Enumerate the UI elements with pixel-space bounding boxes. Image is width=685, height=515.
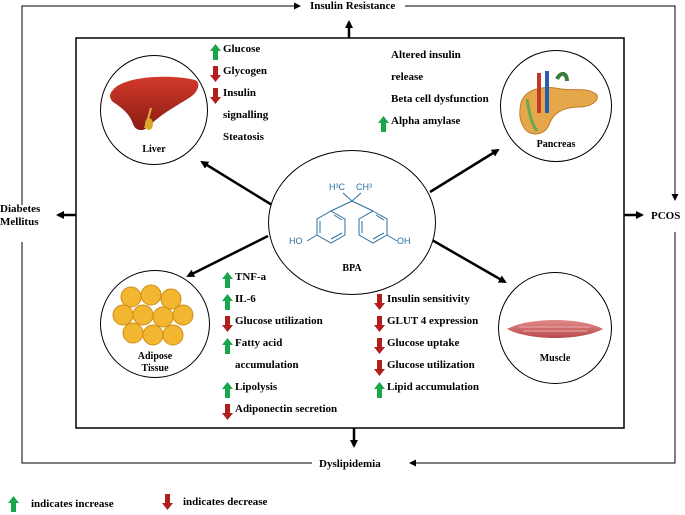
effect-item: Insulin sensitivity bbox=[374, 294, 479, 316]
effect-text: Adiponectin secretion bbox=[235, 403, 338, 415]
effect-text: accumulation bbox=[235, 359, 299, 371]
down-arrow-icon bbox=[374, 338, 385, 354]
effect-item: Lipolysis bbox=[222, 382, 337, 404]
down-arrow-icon bbox=[210, 66, 221, 82]
effect-item: Glucose utilization bbox=[374, 360, 479, 382]
effect-item: signalling bbox=[210, 110, 268, 132]
adipose-cells-icon bbox=[112, 284, 194, 346]
muscle-icon bbox=[507, 320, 603, 338]
effect-item: IL-6 bbox=[222, 294, 337, 316]
muscle-label: Muscle bbox=[539, 353, 571, 364]
down-arrow-icon bbox=[222, 404, 233, 420]
effect-text: Glucose utilization bbox=[387, 359, 475, 371]
down-arrow-icon bbox=[222, 316, 233, 332]
liver-icon bbox=[110, 76, 199, 131]
effect-item: Alpha amylase bbox=[378, 116, 489, 138]
liver-circle: Liver bbox=[100, 55, 208, 165]
pancreas-label: Pancreas bbox=[536, 139, 576, 150]
effect-item: Glucose utilization bbox=[222, 316, 337, 338]
effect-text: release bbox=[391, 71, 424, 83]
bpa-circle: H³C CH³ HO OH BPA bbox=[268, 150, 436, 295]
effect-item: Glycogen bbox=[210, 66, 268, 88]
effect-text: Lipid accumulation bbox=[387, 381, 479, 393]
effect-text: TNF-a bbox=[235, 271, 267, 283]
effect-text: Fatty acid bbox=[235, 337, 283, 349]
effect-text: Insulin sensitivity bbox=[387, 293, 470, 305]
up-arrow-icon bbox=[222, 272, 233, 288]
insulin-resistance-label: Insulin Resistance bbox=[310, 0, 396, 12]
up-arrow-icon bbox=[222, 338, 233, 354]
effect-text: GLUT 4 expression bbox=[387, 315, 479, 327]
down-arrow-icon bbox=[210, 88, 221, 104]
bpa-structure-icon bbox=[306, 192, 398, 244]
up-arrow-icon bbox=[222, 294, 233, 310]
ch3-label: CH³ bbox=[356, 182, 372, 192]
up-arrow-icon bbox=[374, 382, 385, 398]
dyslipidemia-label: Dyslipidemia bbox=[319, 458, 381, 470]
bpa-label: BPA bbox=[342, 263, 362, 274]
effect-item: Adiponectin secretion bbox=[222, 404, 337, 426]
effect-item: Glucose uptake bbox=[374, 338, 479, 360]
effect-item: Lipid accumulation bbox=[374, 382, 479, 404]
up-arrow-icon bbox=[378, 116, 389, 132]
effect-item: Beta cell dysfunction bbox=[378, 94, 489, 116]
up-arrow-icon bbox=[222, 382, 233, 398]
adipose-label: Adipose Tissue bbox=[137, 351, 173, 374]
legend-decrease-label: indicates decrease bbox=[183, 496, 268, 508]
effect-text: Alpha amylase bbox=[391, 115, 461, 127]
effect-item: Insulin bbox=[210, 88, 268, 110]
outer-loop bbox=[21, 2, 679, 467]
effect-text: Beta cell dysfunction bbox=[391, 93, 489, 105]
ho-label: HO bbox=[289, 236, 303, 246]
legend-decrease: indicates decrease bbox=[162, 494, 267, 510]
effect-text: Glucose uptake bbox=[387, 337, 460, 349]
pcos-label: PCOS bbox=[651, 210, 681, 222]
effect-item: Fatty acid bbox=[222, 338, 337, 360]
legend-increase: indicates increase bbox=[8, 496, 114, 512]
effect-item: Altered insulin bbox=[378, 50, 489, 72]
down-arrow-icon bbox=[374, 294, 385, 310]
effect-text: Lipolysis bbox=[235, 381, 278, 393]
effect-text: Insulin bbox=[223, 87, 257, 99]
diabetes-mellitus-label: Diabetes Mellitus bbox=[0, 203, 41, 228]
effect-text: Altered insulin bbox=[391, 49, 461, 61]
down-arrow-icon bbox=[374, 316, 385, 332]
effect-text: Glucose bbox=[223, 43, 261, 55]
effect-text: Glycogen bbox=[223, 65, 267, 77]
h3c-label: H³C bbox=[329, 182, 345, 192]
effect-item: GLUT 4 expression bbox=[374, 316, 479, 338]
up-arrow-icon bbox=[210, 44, 221, 60]
adipose-circle: Adipose Tissue bbox=[100, 270, 210, 378]
muscle-circle: Muscle bbox=[498, 272, 612, 384]
liver-label: Liver bbox=[142, 144, 166, 155]
effect-text: Steatosis bbox=[223, 131, 264, 143]
up-arrow-icon bbox=[8, 496, 19, 512]
down-arrow-icon bbox=[162, 494, 173, 510]
center-arrows bbox=[186, 148, 507, 284]
effect-item: Steatosis bbox=[210, 132, 268, 154]
effect-text: IL-6 bbox=[235, 293, 256, 305]
pancreas-circle: Pancreas bbox=[500, 50, 612, 162]
legend-increase-label: indicates increase bbox=[31, 498, 114, 510]
down-arrow-icon bbox=[374, 360, 385, 376]
effect-text: Glucose utilization bbox=[235, 315, 323, 327]
effect-item: accumulation bbox=[222, 360, 337, 382]
oh-label: OH bbox=[397, 236, 411, 246]
pancreas-icon bbox=[519, 71, 598, 135]
effect-item: release bbox=[378, 72, 489, 94]
effect-item: TNF-a bbox=[222, 272, 337, 294]
effect-item: Glucose bbox=[210, 44, 268, 66]
effect-text: signalling bbox=[223, 109, 269, 121]
box-outward-arrows bbox=[56, 20, 644, 448]
